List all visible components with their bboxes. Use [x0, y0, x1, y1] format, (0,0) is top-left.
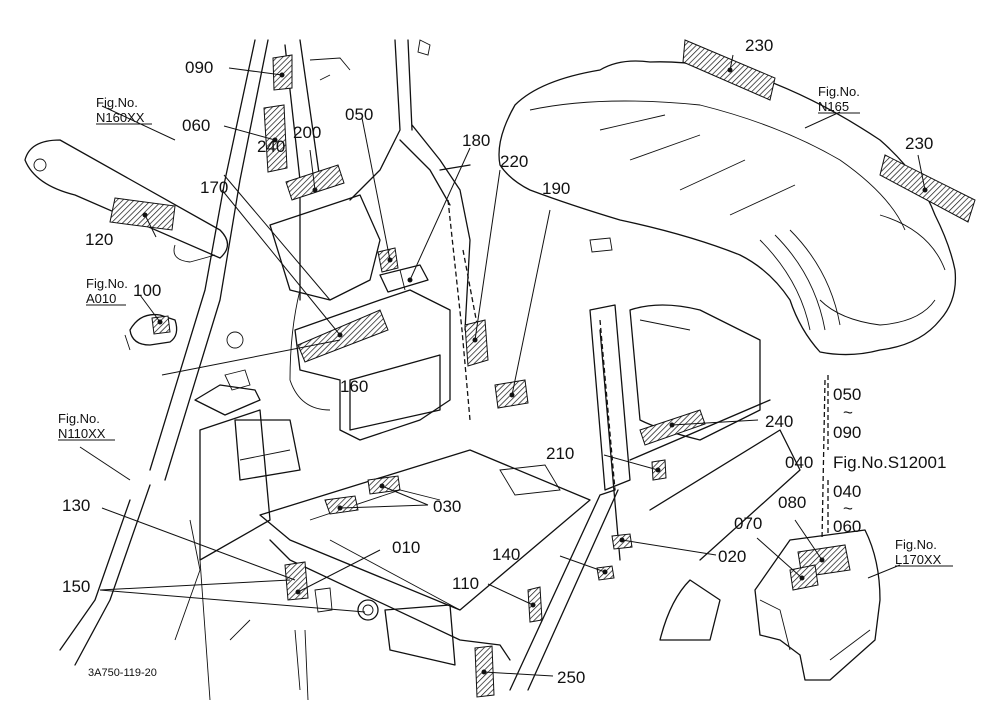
label-050: 050 [345, 105, 373, 124]
fig-ref-l170-line1: Fig.No. [895, 537, 937, 552]
part-number-labels: 090 060 240 200 050 180 220 190 230 230 … [62, 36, 933, 687]
decals [109, 39, 976, 698]
decal-090 [272, 54, 293, 91]
decal-100 [151, 315, 171, 335]
fig-ref-n110-line2: N110XX [58, 426, 106, 441]
fig-ref-s12001: Fig.No.S12001 [833, 453, 946, 472]
decal-240-right [639, 409, 706, 446]
label-100: 100 [133, 281, 161, 300]
label-080: 080 [778, 493, 806, 512]
decal-230-right [879, 154, 976, 223]
fender-part [754, 529, 881, 681]
bracket-tilde-1: ~ [843, 403, 853, 422]
fig-ref-underlines [58, 112, 953, 567]
fig-references: Fig.No. N160XX Fig.No. A010 Fig.No. N110… [58, 84, 942, 567]
roof-panel [498, 60, 957, 356]
label-180: 180 [462, 131, 490, 150]
label-160: 160 [340, 377, 368, 396]
label-020: 020 [718, 547, 746, 566]
leader-lines [79, 54, 926, 677]
cab-structure [24, 39, 957, 701]
leader-dots [142, 67, 928, 675]
bracket-tilde-2: ~ [843, 499, 853, 518]
label-150: 150 [62, 577, 90, 596]
label-230-right: 230 [905, 134, 933, 153]
fig-ref-a010-line2: A010 [86, 291, 116, 306]
label-030: 030 [433, 497, 461, 516]
decal-130 [284, 561, 309, 601]
label-110: 110 [452, 574, 479, 593]
label-220: 220 [500, 152, 528, 171]
bracket-labels: 050 ~ 090 040 Fig.No.S12001 040 ~ 060 [785, 385, 946, 536]
fig-ref-n160-line2: N160XX [96, 110, 145, 125]
dome-light [129, 313, 178, 346]
label-090: 090 [185, 58, 213, 77]
decal-220 [464, 319, 489, 367]
bracket-bottom-to: 060 [833, 517, 861, 536]
label-240-top: 240 [257, 137, 285, 156]
fig-ref-a010-line1: Fig.No. [86, 276, 128, 291]
dashed-outlines [447, 199, 826, 541]
label-070: 070 [734, 514, 762, 533]
bracket-bottom-from: 040 [833, 482, 861, 501]
console-body [269, 194, 381, 301]
label-010: 010 [392, 538, 420, 557]
label-240-right: 240 [765, 412, 793, 431]
label-120: 120 [85, 230, 113, 249]
label-130: 130 [62, 496, 90, 515]
fig-ref-n160-line1: Fig.No. [96, 95, 138, 110]
label-190: 190 [542, 179, 570, 198]
label-170: 170 [200, 178, 228, 197]
label-200: 200 [293, 123, 321, 142]
decal-160 [297, 309, 389, 363]
fig-ref-n165-line2: N165 [818, 99, 849, 114]
sun-visor [24, 139, 229, 259]
bracket-top-from: 050 [833, 385, 861, 404]
label-140: 140 [492, 545, 520, 564]
fig-ref-n110-line1: Fig.No. [58, 411, 100, 426]
decal-120 [109, 197, 176, 231]
fig-ref-l170-line2: L170XX [895, 552, 942, 567]
decal-240-top [285, 164, 345, 201]
bracket-mid: 040 [785, 453, 813, 472]
label-230-top: 230 [745, 36, 773, 55]
bracket-top-to: 090 [833, 423, 861, 442]
label-250: 250 [557, 668, 585, 687]
drawing-code: 3A750-119-20 [88, 667, 157, 679]
fig-ref-n165-line1: Fig.No. [818, 84, 860, 99]
decal-030a [324, 495, 359, 515]
label-060: 060 [182, 116, 210, 135]
label-210: 210 [546, 444, 574, 463]
